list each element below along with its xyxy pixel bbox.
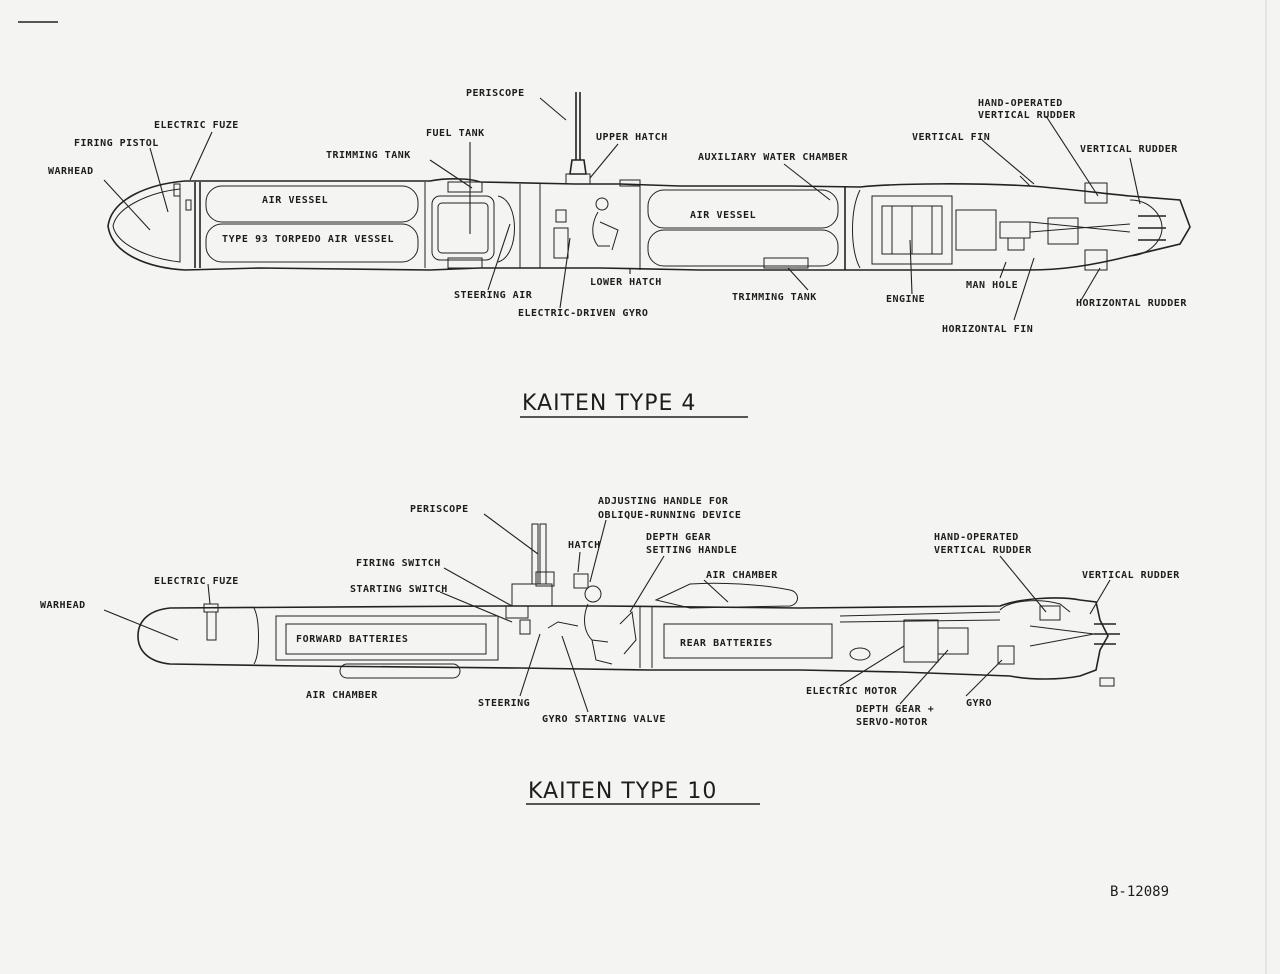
document-code: B-12089 — [1110, 884, 1169, 900]
label-starting-switch: STARTING SWITCH — [350, 584, 448, 595]
label-hatch: HATCH — [568, 540, 601, 551]
label-t10-vertical-rudder: VERTICAL RUDDER — [1082, 570, 1180, 581]
label-t10-hand-operated-line2: VERTICAL RUDDER — [934, 545, 1032, 556]
label-steering-air: STEERING AIR — [454, 290, 533, 301]
label-rear-batteries: REAR BATTERIES — [680, 638, 773, 649]
label-fuel-tank: FUEL TANK — [426, 128, 485, 139]
label-manhole: MAN HOLE — [966, 280, 1018, 291]
label-air-chamber-bottom: AIR CHAMBER — [306, 690, 378, 701]
type10-labels: PERISCOPE ADJUSTING HANDLE FOR OBLIQUE-R… — [40, 496, 1180, 728]
type10-title: KAITEN TYPE 10 — [528, 779, 717, 804]
label-horizontal-rudder: HORIZONTAL RUDDER — [1076, 298, 1187, 309]
label-electric-motor: ELECTRIC MOTOR — [806, 686, 898, 697]
label-adjusting-handle-line2: OBLIQUE-RUNNING DEVICE — [598, 510, 741, 521]
label-auxiliary-water-chamber: AUXILIARY WATER CHAMBER — [698, 152, 848, 163]
label-forward-batteries: FORWARD BATTERIES — [296, 634, 409, 645]
kaiten-type4-drawing — [107, 92, 1191, 271]
label-warhead: WARHEAD — [48, 166, 94, 177]
label-depth-gear-servo-line1: DEPTH GEAR + — [856, 704, 934, 715]
label-depth-gear-servo-line2: SERVO-MOTOR — [856, 717, 928, 728]
kaiten-type10-drawing — [137, 523, 1120, 687]
label-firing-pistol: FIRING PISTOL — [74, 138, 159, 149]
type10-leaders — [103, 513, 1111, 713]
label-steering: STEERING — [478, 698, 530, 709]
label-air-vessel-fwd: AIR VESSEL — [262, 195, 328, 206]
label-horizontal-fin: HORIZONTAL FIN — [942, 324, 1033, 335]
type4-leaders — [103, 97, 1141, 321]
label-gyro: GYRO — [966, 698, 992, 709]
label-type93-air-vessel: TYPE 93 TORPEDO AIR VESSEL — [222, 234, 394, 245]
label-lower-hatch: LOWER HATCH — [590, 277, 662, 288]
label-depth-gear-line2: SETTING HANDLE — [646, 545, 737, 556]
label-gyro-starting-valve: GYRO STARTING VALVE — [542, 714, 666, 725]
label-depth-gear-line1: DEPTH GEAR — [646, 532, 712, 543]
label-vertical-rudder: VERTICAL RUDDER — [1080, 144, 1178, 155]
label-air-vessel-aft: AIR VESSEL — [690, 210, 756, 221]
label-upper-hatch: UPPER HATCH — [596, 132, 668, 143]
label-electric-driven-gyro: ELECTRIC-DRIVEN GYRO — [518, 308, 648, 319]
label-adjusting-handle-line1: ADJUSTING HANDLE FOR — [598, 496, 729, 507]
label-t10-hand-operated-line1: HAND-OPERATED — [934, 532, 1019, 543]
label-trimming-tank-top: TRIMMING TANK — [326, 150, 411, 161]
type4-title: KAITEN TYPE 4 — [522, 391, 696, 416]
label-t10-periscope: PERISCOPE — [410, 504, 469, 515]
label-t10-warhead: WARHEAD — [40, 600, 86, 611]
label-t10-electric-fuze: ELECTRIC FUZE — [154, 576, 239, 587]
label-air-chamber-top: AIR CHAMBER — [706, 570, 778, 581]
label-trimming-tank-bottom: TRIMMING TANK — [732, 292, 817, 303]
label-engine: ENGINE — [886, 294, 925, 305]
label-electric-fuze: ELECTRIC FUZE — [154, 120, 239, 131]
label-firing-switch: FIRING SWITCH — [356, 558, 441, 569]
label-periscope: PERISCOPE — [466, 88, 525, 99]
type4-labels: PERISCOPE ELECTRIC FUZE FIRING PISTOL WA… — [48, 88, 1187, 335]
label-vertical-fin: VERTICAL FIN — [912, 132, 990, 143]
